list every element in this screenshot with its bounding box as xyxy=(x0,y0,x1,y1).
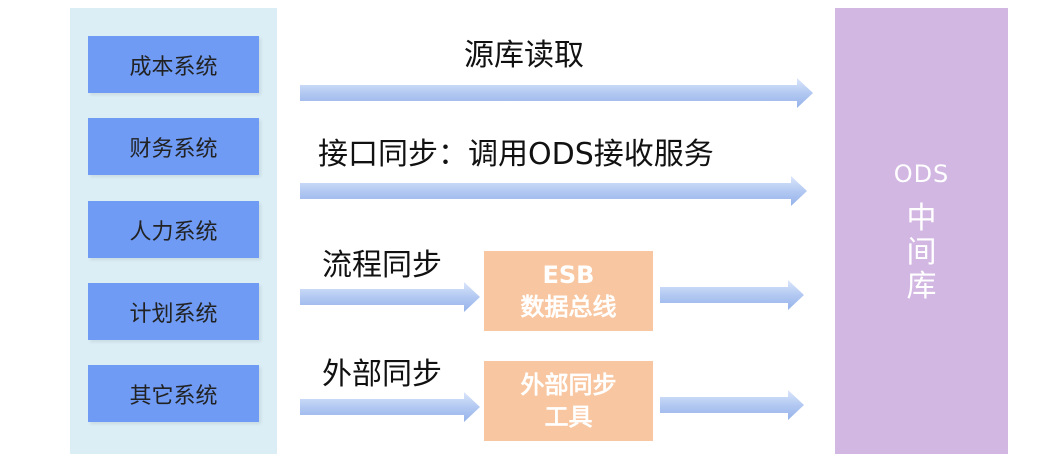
arrow-interface-sync xyxy=(300,176,807,206)
esb-box-line1: ESB xyxy=(542,261,595,289)
system-box-finance: 财务系统 xyxy=(88,118,259,175)
label-process-sync: 流程同步 xyxy=(322,248,442,283)
external-sync-tool-box: 外部同步 工具 xyxy=(484,361,653,441)
ods-panel: ODS 中 间 库 xyxy=(835,8,1008,454)
ext-tool-line2: 工具 xyxy=(544,403,593,431)
ods-title: ODS xyxy=(893,160,950,188)
arrow-source-read xyxy=(300,78,813,108)
esb-box-line2: 数据总线 xyxy=(520,293,617,321)
arrow-external-right xyxy=(660,390,804,420)
ods-char-jian: 间 xyxy=(906,235,937,270)
label-external-sync: 外部同步 xyxy=(322,357,442,392)
ext-tool-line1: 外部同步 xyxy=(520,371,617,399)
arrow-external-left xyxy=(300,392,480,422)
arrow-process-left xyxy=(300,282,480,312)
esb-bus-box: ESB 数据总线 xyxy=(484,251,653,331)
system-box-plan: 计划系统 xyxy=(88,283,259,340)
label-interface-sync: 接口同步：调用ODS接收服务 xyxy=(318,137,714,172)
arrow-process-right xyxy=(660,280,804,310)
ods-char-zhong: 中 xyxy=(906,201,937,236)
label-source-read: 源库读取 xyxy=(464,38,584,73)
system-box-hr: 人力系统 xyxy=(88,201,259,258)
system-box-other: 其它系统 xyxy=(88,365,259,422)
ods-char-ku: 库 xyxy=(906,269,937,304)
system-box-cost: 成本系统 xyxy=(88,36,259,93)
